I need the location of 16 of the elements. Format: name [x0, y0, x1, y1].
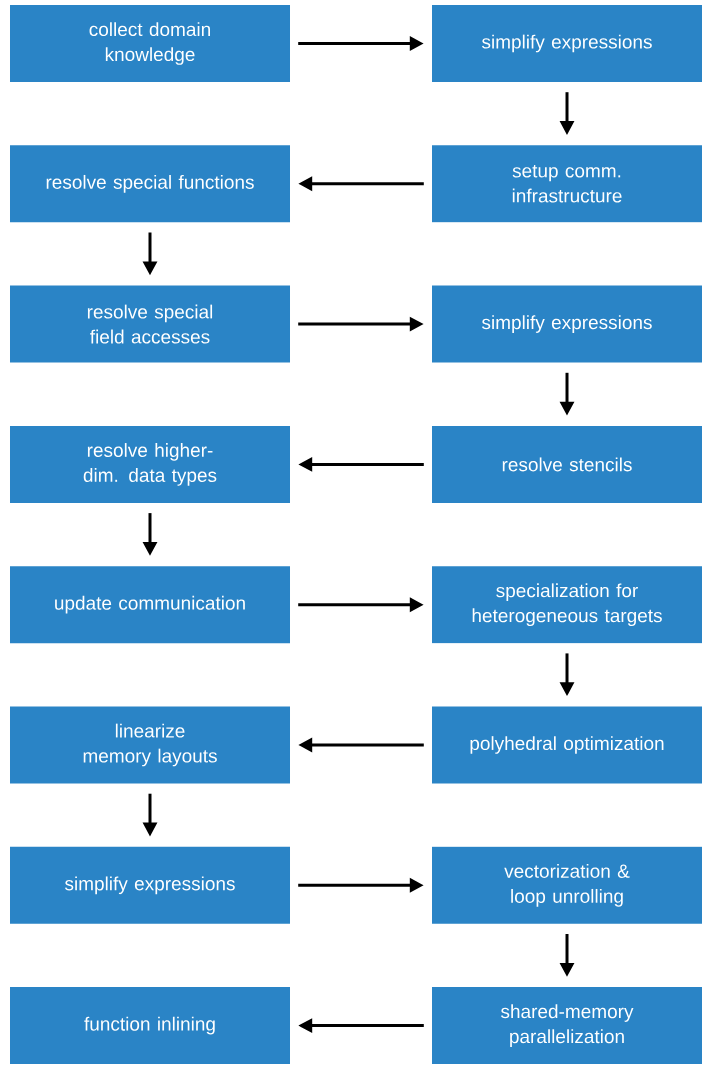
process-box: function inlining — [10, 987, 290, 1065]
process-box: specialization for heterogeneous targets — [432, 566, 702, 644]
process-box: shared-memory parallelization — [432, 987, 702, 1065]
process-box: resolve special field accesses — [10, 285, 290, 363]
process-box: setup comm. infrastructure — [432, 145, 702, 223]
process-box: linearize memory layouts — [10, 706, 290, 784]
process-box: simplify expressions — [432, 285, 702, 363]
process-box: vectorization & loop unrolling — [432, 846, 702, 924]
process-box: update communication — [10, 566, 290, 644]
process-box: resolve higher-dim. data types — [10, 425, 290, 503]
process-box: simplify expressions — [432, 5, 702, 82]
process-box: resolve stencils — [432, 425, 702, 503]
process-box: collect domain knowledge — [10, 5, 290, 82]
process-box: resolve special functions — [10, 145, 290, 223]
process-box: polyhedral optimization — [432, 706, 702, 784]
process-box: simplify expressions — [10, 846, 290, 924]
